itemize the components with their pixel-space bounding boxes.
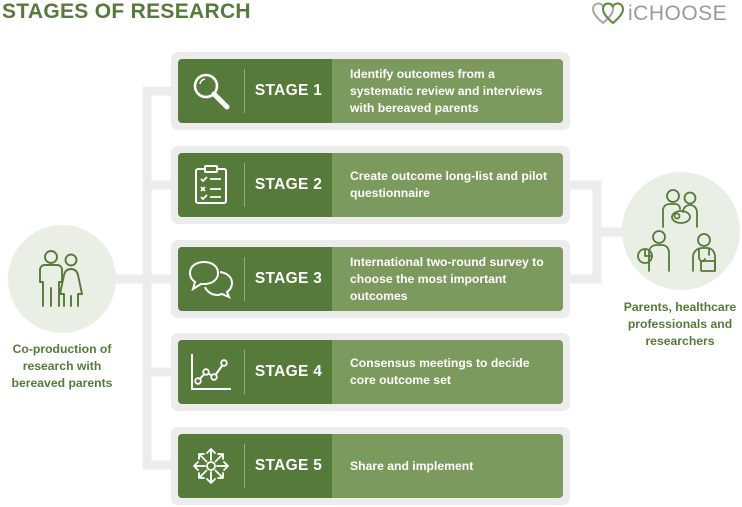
speech-bubbles-icon <box>188 260 234 299</box>
stage-label-4: STAGE 4 <box>254 363 323 380</box>
ichoose-logo: iCHOOSE <box>592 0 742 28</box>
stage-label-3: STAGE 3 <box>254 270 323 287</box>
stage-label-1: STAGE 1 <box>254 82 323 99</box>
stage-card-5: STAGE 5 Share and implement <box>171 427 570 505</box>
stage-card-4: STAGE 4 Consensus meetings to decide cor… <box>171 333 570 411</box>
right-node-caption: Parents, healthcare professionals and re… <box>623 300 737 348</box>
stage-description-3: International two-round survey to choose… <box>332 247 563 311</box>
stage-card-2: STAGE 2 Create outcome long-list and pil… <box>171 146 570 224</box>
stage-label-2: STAGE 2 <box>254 176 323 193</box>
left-node-caption: Co-production of research with bereaved … <box>11 342 113 390</box>
logo-text: iCHOOSE <box>628 2 728 25</box>
stage-description-4: Consensus meetings to decide core outcom… <box>332 340 563 404</box>
stage-description-1: Identify outcomes from a systematic revi… <box>332 59 563 123</box>
stage-card-1: STAGE 1 Identify outcomes from a systema… <box>171 52 570 130</box>
stage-description-5: Share and implement <box>332 434 563 498</box>
stage-description-2: Create outcome long-list and pilot quest… <box>332 153 563 217</box>
page-title: STAGES OF RESEARCH <box>2 0 251 23</box>
arrows-outward-icon <box>193 448 229 484</box>
hearts-logo-icon <box>592 2 625 25</box>
stage-card-3: STAGE 3 International two-round survey t… <box>171 240 570 318</box>
magnifier-icon <box>193 73 230 110</box>
line-chart-icon <box>191 354 231 390</box>
right-node-circle <box>622 172 740 290</box>
parents-and-professionals-icon <box>637 189 716 272</box>
left-node-circle <box>8 225 116 333</box>
clipboard-checklist-icon <box>195 165 227 204</box>
stage-label-5: STAGE 5 <box>254 457 323 474</box>
parents-icon <box>39 250 83 307</box>
